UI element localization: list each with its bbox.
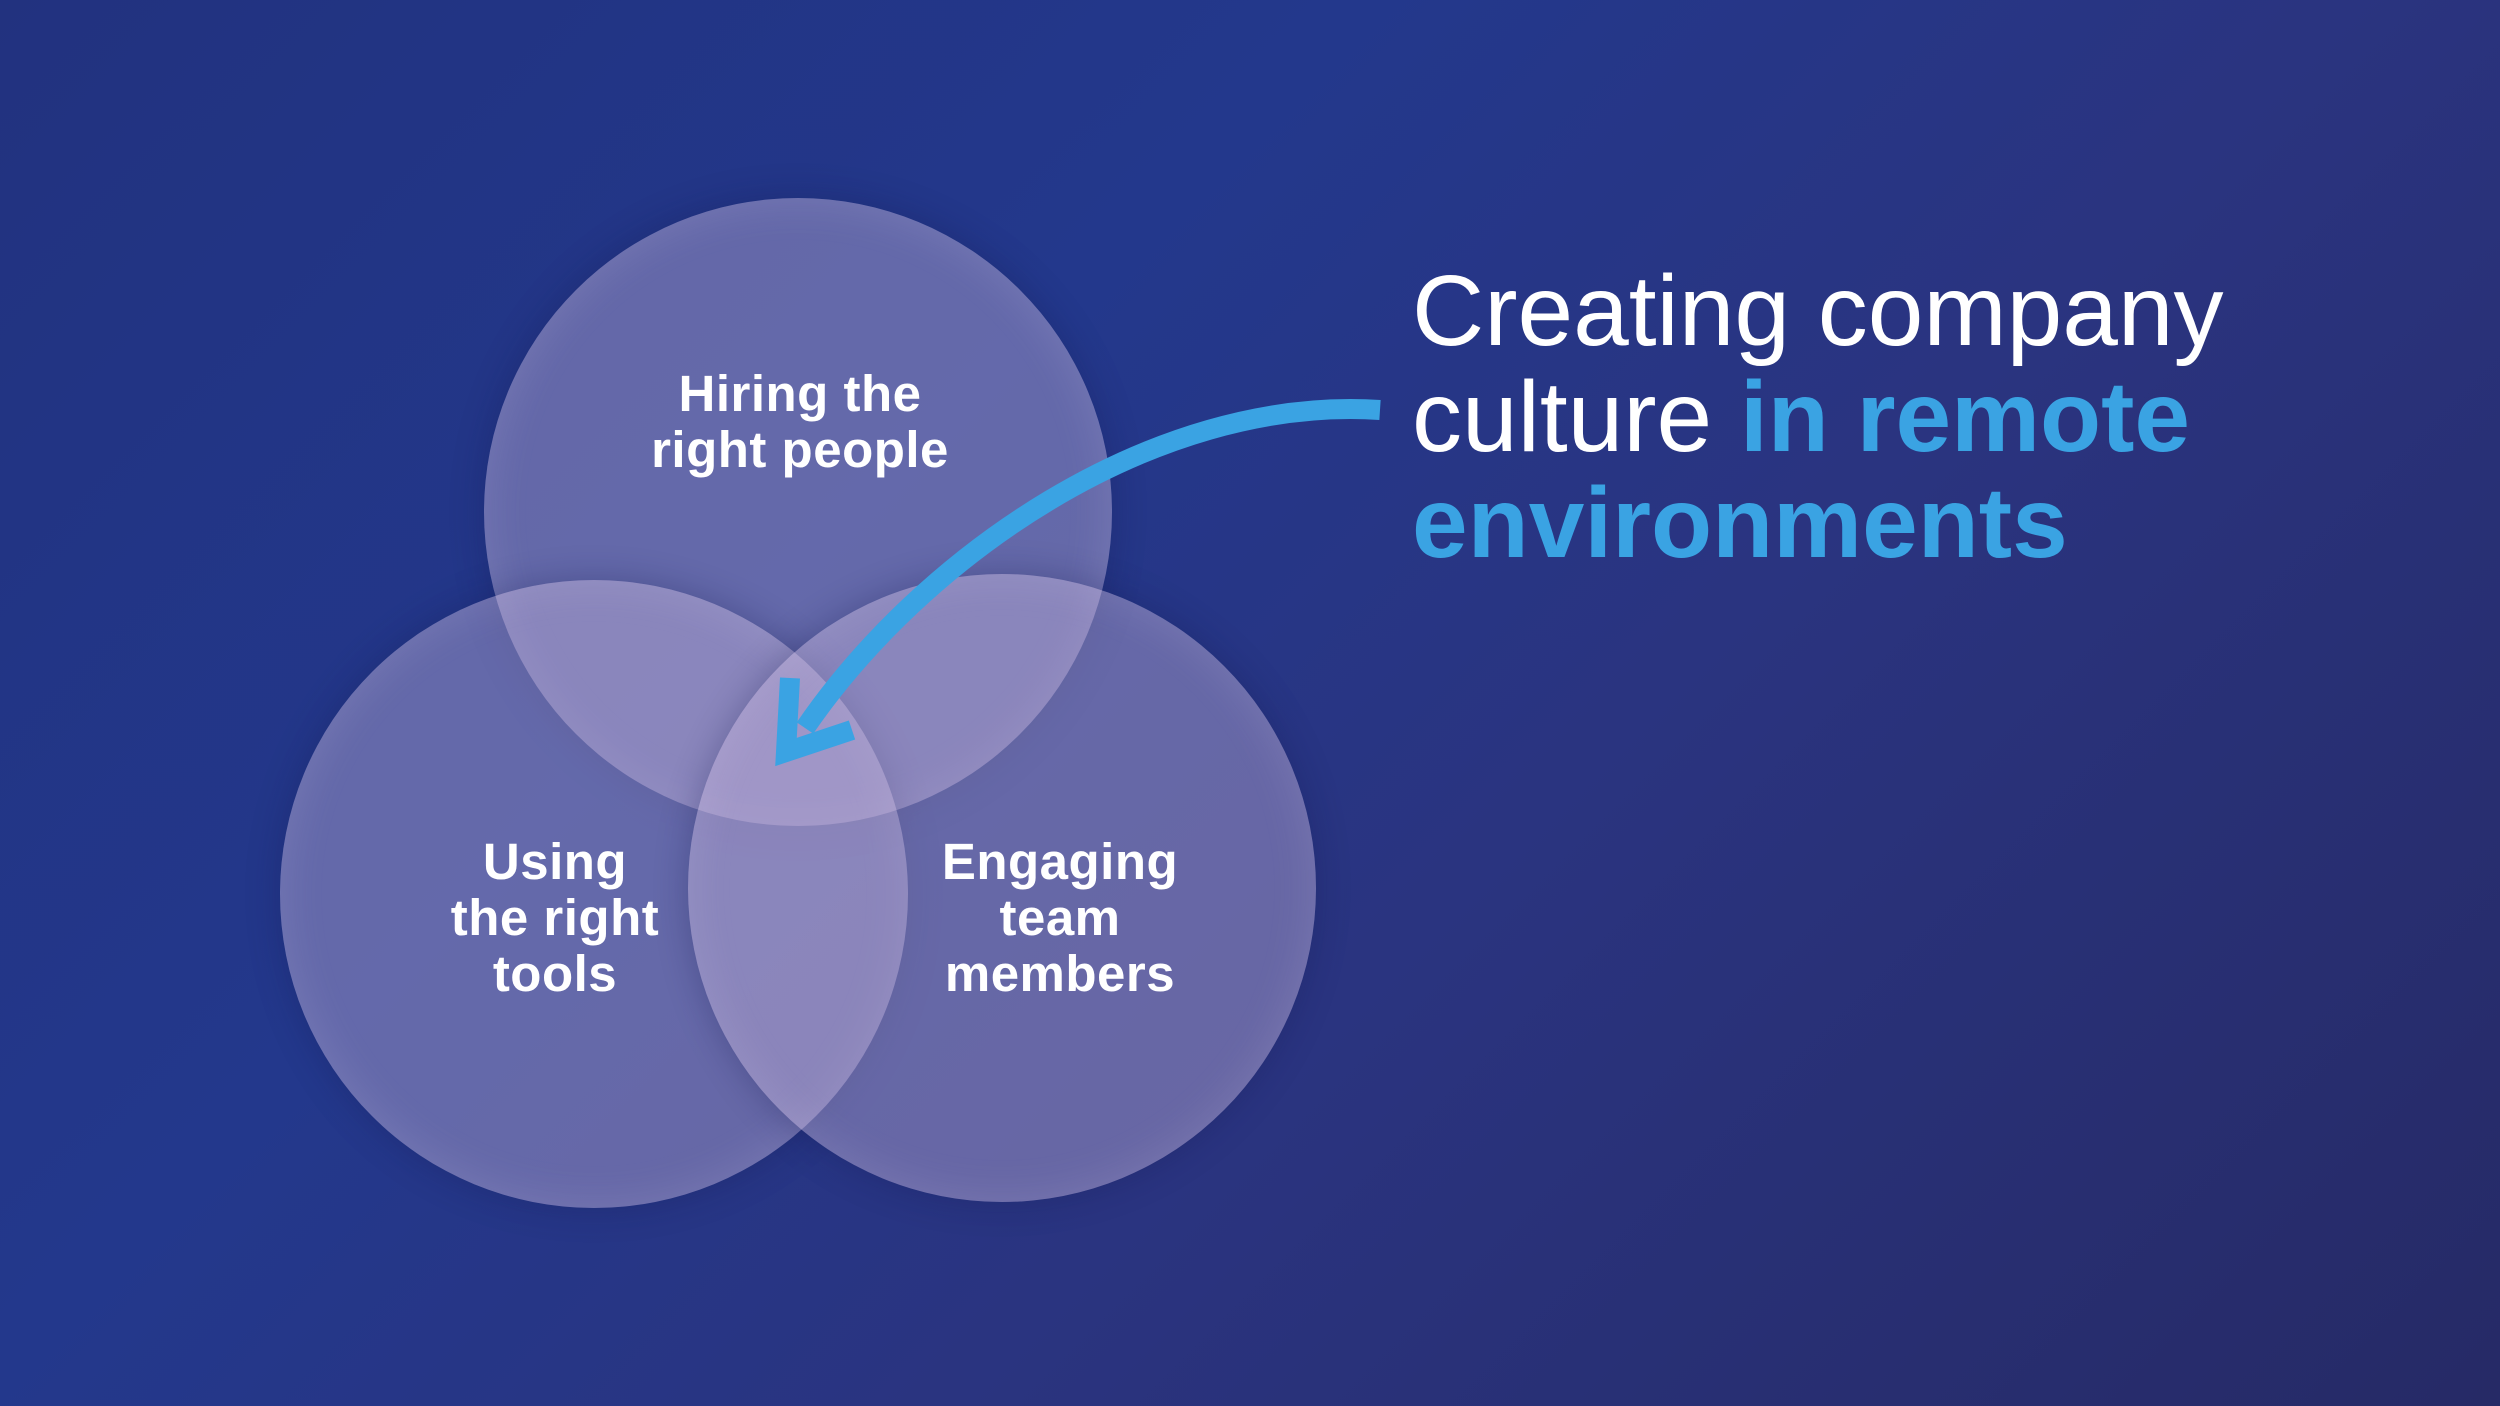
venn-label-line: right people xyxy=(651,421,949,478)
headline-plain-text: culture xyxy=(1412,361,1713,473)
venn-label-line: Engaging xyxy=(941,833,1179,890)
venn-label-line: the right xyxy=(450,889,660,946)
venn-label-line: team xyxy=(999,889,1121,946)
venn-label-line: Hiring the xyxy=(678,365,922,422)
venn-label-tools: Using the right tools xyxy=(390,834,720,1002)
venn-circle-tools xyxy=(280,580,908,1208)
headline-line-2: culture in remote xyxy=(1412,364,2452,470)
headline-line-3: environments xyxy=(1412,467,2068,579)
venn-label-line: tools xyxy=(492,945,618,1002)
headline-line-1: Creating company xyxy=(1412,255,2224,367)
venn-label-hiring: Hiring the right people xyxy=(600,366,1000,478)
venn-label-engaging: Engaging team members xyxy=(900,834,1220,1002)
venn-label-line: Using xyxy=(482,833,628,890)
venn-label-line: members xyxy=(944,945,1176,1002)
headline: Creating company culture in remote envir… xyxy=(1412,258,2452,576)
arrow-shaft xyxy=(796,399,1381,734)
arrow-head xyxy=(775,677,856,767)
headline-accent-text: in remote xyxy=(1739,361,2191,473)
